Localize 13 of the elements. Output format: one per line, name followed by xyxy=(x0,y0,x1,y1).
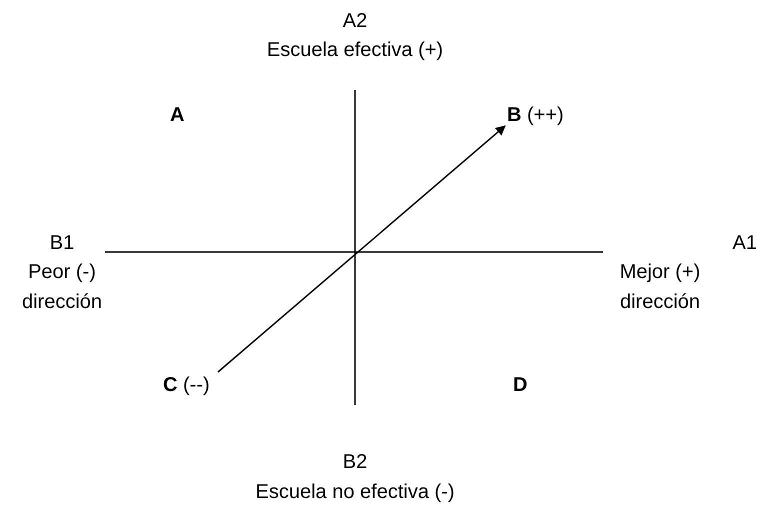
axis-label: Escuela efectiva (+) xyxy=(266,38,444,63)
axis-label: A1 xyxy=(732,231,757,256)
quadrant-label: C (--) xyxy=(163,372,210,398)
quadrant-label: D xyxy=(513,373,528,398)
axis-label: B2 xyxy=(342,450,368,475)
axis-label: Escuela no efectiva (-) xyxy=(256,480,454,505)
axis-label: B1 xyxy=(50,231,74,256)
arrow xyxy=(218,125,506,373)
quadrant-label: B (++) xyxy=(507,102,564,128)
axis-label: Peor (-) dirección xyxy=(20,260,104,315)
axis-label: Mejor (+) dirección xyxy=(618,260,702,315)
axis-label: A2 xyxy=(342,9,368,34)
quadrant-label: A xyxy=(170,103,184,128)
